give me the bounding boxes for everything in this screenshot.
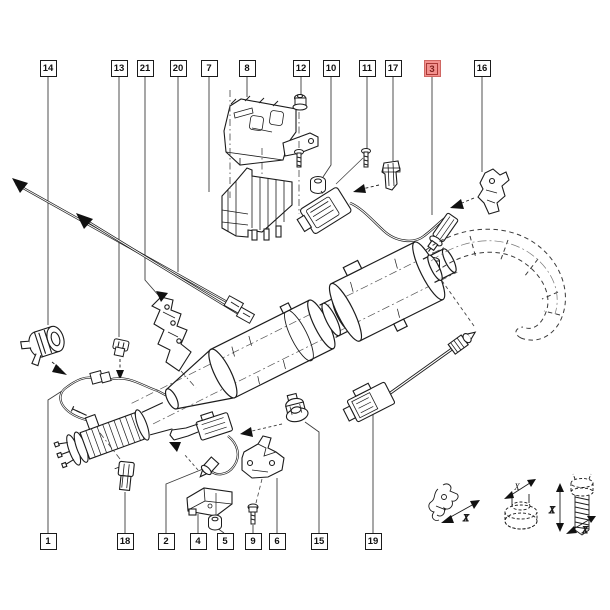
assembly-centerlines (229, 90, 300, 214)
callout-4[interactable]: 4 (189, 533, 207, 550)
mounting-bracket-plate (223, 95, 319, 166)
callout-2[interactable]: 2 (157, 533, 175, 550)
pipe-clamp (240, 392, 309, 437)
cable-arrowhead (76, 213, 93, 229)
inset-nut-reference: X (504, 479, 538, 530)
heat-shield-small (186, 487, 233, 517)
callout-3[interactable]: 3 (423, 60, 441, 77)
dimension-label-x: X (581, 525, 588, 535)
dimension-label-x: X (548, 505, 555, 515)
dimension-label-x: X (513, 482, 520, 492)
hanger-bracket (151, 291, 197, 389)
callout-10[interactable]: 10 (322, 60, 340, 77)
support-bracket-rear (241, 435, 285, 504)
oxygen-sensor-2 (169, 411, 239, 478)
phantom-exhaust-pipe (425, 228, 566, 341)
sensor-module (296, 187, 352, 234)
callout-9[interactable]: 9 (244, 533, 262, 550)
screw (361, 148, 371, 168)
callout-17[interactable]: 17 (384, 60, 402, 77)
assembly-line (99, 432, 121, 460)
inset-clip-reference: X (428, 483, 480, 523)
callout-12[interactable]: 12 (292, 60, 310, 77)
callout-15[interactable]: 15 (310, 533, 328, 550)
callout-1[interactable]: 1 (39, 533, 57, 550)
screw (294, 149, 304, 168)
callout-8[interactable]: 8 (238, 60, 256, 77)
callout-21[interactable]: 21 (136, 60, 154, 77)
clamp-valve (20, 325, 67, 375)
oxygen-sensor-19 (342, 277, 477, 423)
grommet-bolt (292, 94, 308, 111)
cable-clip (112, 338, 130, 380)
callout-20[interactable]: 20 (169, 60, 187, 77)
inset-stud-reference: X X (548, 473, 596, 536)
catalytic-converter (131, 241, 458, 425)
retaining-clip (114, 460, 135, 492)
callout-5[interactable]: 5 (216, 533, 234, 550)
callout-14[interactable]: 14 (39, 60, 57, 77)
support-bracket (450, 168, 510, 215)
callout-11[interactable]: 11 (358, 60, 376, 77)
front-flex-pipe (53, 402, 173, 469)
leader-lines (47, 77, 483, 534)
dimension-label-x: X (462, 513, 469, 523)
mounting-nut (310, 176, 328, 200)
flexible-cables (12, 178, 256, 324)
heat-shield-lower (221, 167, 293, 241)
callout-highlight-frame: 3 (426, 62, 438, 75)
sensor-wire (59, 370, 172, 422)
hex-nut (208, 514, 222, 531)
harness-clip (353, 160, 401, 193)
callout-19[interactable]: 19 (364, 533, 382, 550)
callout-13[interactable]: 13 (110, 60, 128, 77)
callout-7[interactable]: 7 (200, 60, 218, 77)
flange-bolt (247, 503, 259, 525)
callout-16[interactable]: 16 (473, 60, 491, 77)
cable-arrowhead (12, 178, 28, 193)
callout-6[interactable]: 6 (268, 533, 286, 550)
callout-18[interactable]: 18 (116, 533, 134, 550)
